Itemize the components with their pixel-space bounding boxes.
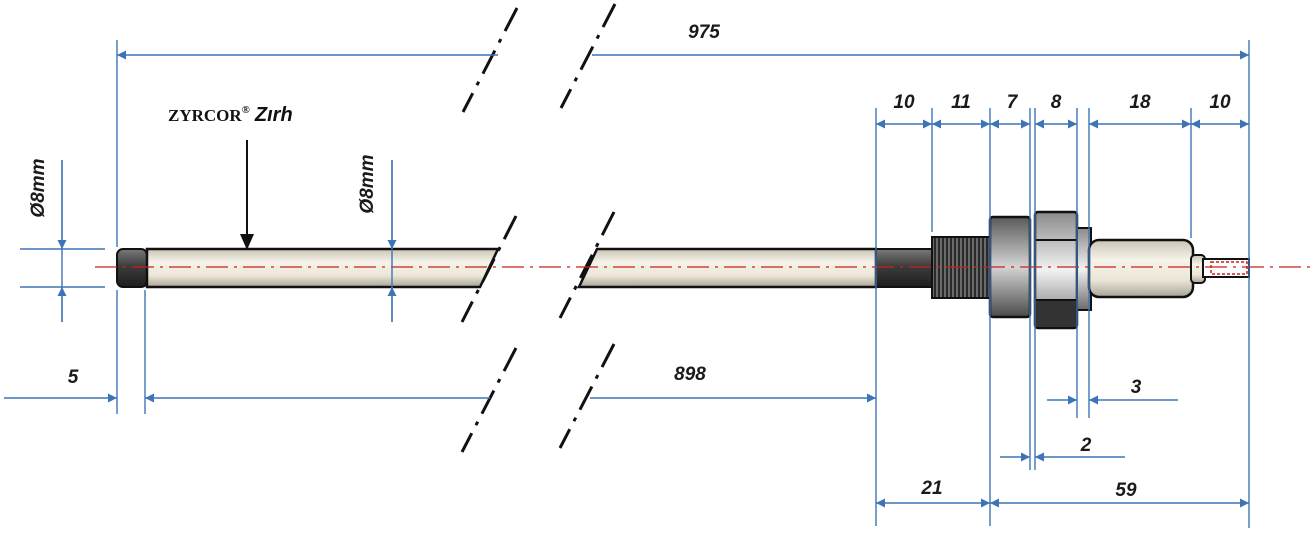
dim-diameter-left: Ø8mm [28, 158, 49, 217]
dim-overall-length: 975 [688, 22, 720, 43]
dim-head-span: 59 [1115, 480, 1137, 501]
product-label: ZYRCOR® Zırh [168, 104, 293, 126]
label-pointer-arrow [240, 140, 254, 250]
dim-diameter-mid: Ø8mm [357, 154, 378, 213]
hex-nut [1033, 210, 1079, 330]
dim-head-segment: 10 [1209, 92, 1231, 113]
dim-head-segment: 8 [1051, 92, 1062, 113]
head-assembly [931, 210, 1250, 330]
dimension-lines [4, 50, 1249, 508]
dim-tip-length: 5 [68, 367, 79, 388]
dim-shaft-length: 898 [674, 364, 706, 385]
dim-head-segment: 10 [893, 92, 915, 113]
dim-flange-gap: 2 [1080, 435, 1092, 456]
dim-head-segment: 18 [1129, 92, 1151, 113]
dim-nut-offset: 3 [1131, 377, 1142, 398]
dim-head-segment: 11 [951, 92, 971, 113]
sheath-shaft-left [116, 247, 500, 289]
registered-mark: ® [242, 104, 250, 116]
sheath-shaft-right [577, 247, 933, 289]
insulator-body [1087, 238, 1195, 299]
dim-thread-span: 21 [920, 478, 942, 499]
break-marks [460, 3, 617, 453]
brand-name: ZYRCOR [168, 106, 242, 125]
dim-head-segment: 7 [1007, 92, 1019, 113]
product-subtitle: Zırh [254, 104, 293, 126]
